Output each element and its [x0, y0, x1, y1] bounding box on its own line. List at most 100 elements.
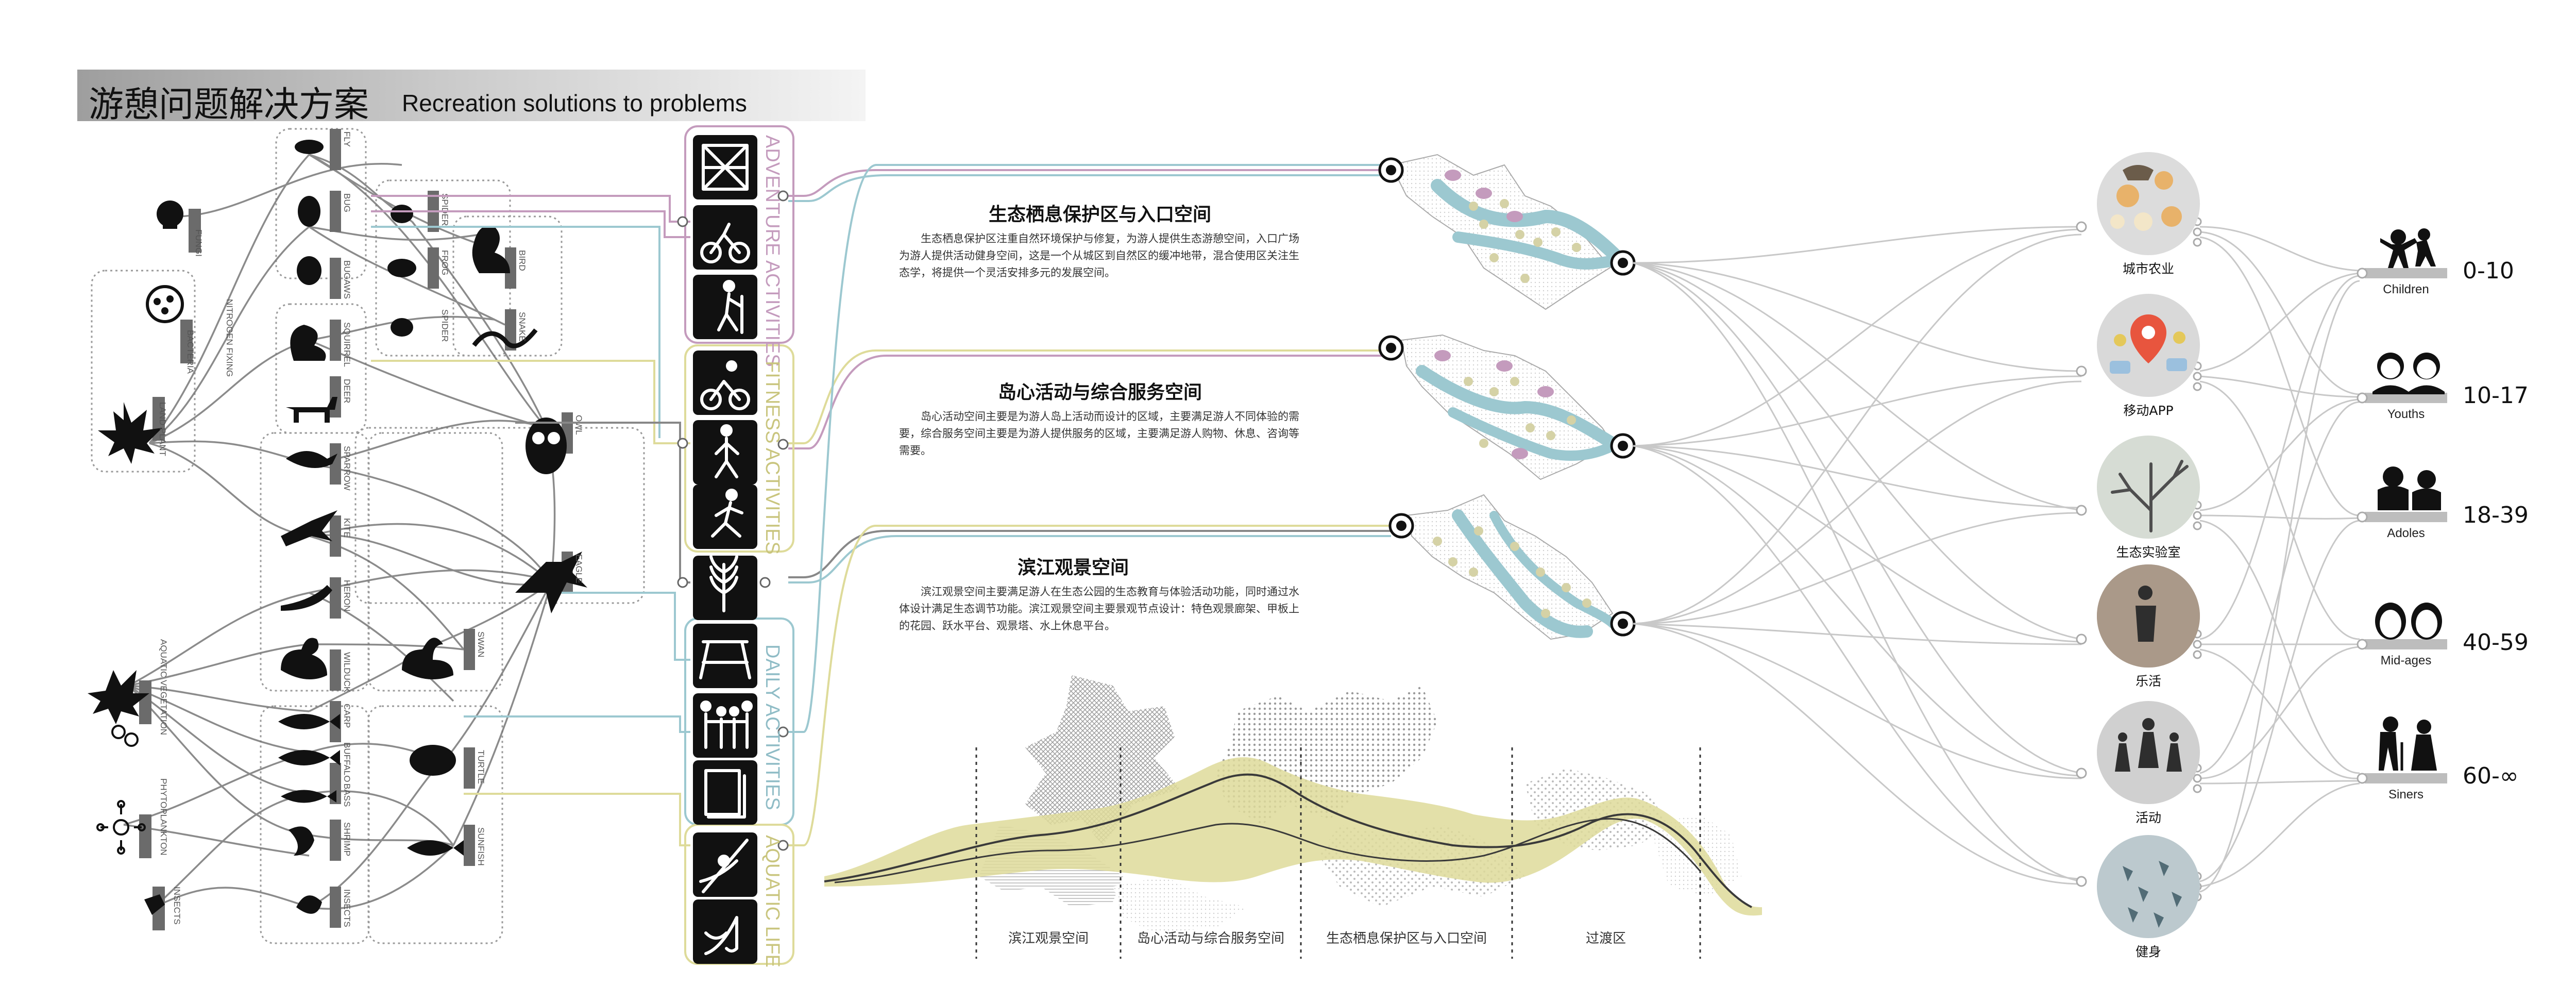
maple-leaf-icon	[98, 402, 162, 464]
buffalo-fish-icon	[278, 750, 340, 765]
label-deer: DEER	[342, 379, 352, 403]
label-bacteria: BACTERIA	[185, 330, 195, 374]
category-label-5: 活动	[2135, 810, 2162, 825]
activity-column: ADVENTURE ACTIVITIES FITNESS ACTIVITIES …	[677, 125, 794, 967]
label-eagle: EAGLE	[574, 554, 584, 583]
age-range-adoles: 18-39	[2463, 502, 2529, 528]
picnic-table-icon	[693, 624, 757, 688]
label-shrimp: SHRIMP	[342, 822, 352, 856]
fungi-icon	[157, 201, 183, 229]
island-map-3	[1388, 494, 1636, 640]
space-title-2: 岛心活动与综合服务空间	[997, 382, 1202, 403]
squirrel-icon	[290, 325, 326, 361]
label-owl: OWL	[574, 415, 584, 435]
zone-label-transition: 过渡区	[1585, 931, 1626, 946]
label-carp: CARP	[342, 704, 352, 728]
owl-icon	[526, 418, 567, 474]
youths-icon	[2372, 353, 2445, 394]
beetle-small-icon	[296, 895, 322, 914]
age-name-adoles: Adoles	[2387, 526, 2425, 540]
sunfish-icon	[407, 840, 464, 856]
fitness-photo	[2097, 835, 2200, 938]
group-label-adventure: ADVENTURE ACTIVITIES	[761, 135, 783, 367]
space-text-3: 滨江观景空间主要满足游人在生态公园的生态教育与体验活动功能，同时通过水体设计满足…	[899, 586, 1299, 632]
heron-icon	[281, 585, 332, 611]
snake-icon	[472, 328, 538, 348]
label-buffalo: BUFFALO	[342, 742, 352, 782]
island-map-2	[1378, 334, 1636, 480]
label-fungi: FUNGI	[194, 229, 204, 257]
group-label-fitness: FITNESS ACTIVITIES	[761, 361, 783, 555]
island-maps	[1378, 154, 1636, 640]
swan-icon	[402, 638, 453, 679]
label-heron: HERON	[342, 580, 352, 611]
zone-label-habitat: 生态栖息保护区与入口空间	[1326, 931, 1487, 946]
label-bird: BIRD	[517, 250, 527, 271]
label-spider: SPIDER	[440, 193, 450, 226]
spider-2-icon	[391, 318, 413, 337]
eagle-icon	[515, 552, 587, 613]
age-name-children: Children	[2383, 282, 2429, 296]
aquatic-plant-icon	[88, 670, 149, 724]
shrimp-icon	[289, 826, 314, 856]
bacteria-icon	[146, 285, 184, 323]
group-label-daily: DAILY ACTIVITIES	[761, 644, 783, 810]
category-label-4: 乐活	[2135, 674, 2162, 689]
deer-icon	[286, 397, 337, 423]
title-banner: 游憩问题解决方案 Recreation solutions to problem…	[77, 70, 866, 125]
category-label-6: 健身	[2135, 944, 2162, 959]
age-name-siners: Siners	[2388, 788, 2424, 802]
label-spider-2: SPIDER	[440, 309, 450, 342]
space-text-1: 生态栖息保护区注重自然环境保护与修复，为游人提供生态游憩空间，入口广场为游人提供…	[899, 232, 1299, 279]
group-label-aquatic: AQUATIC LIFE	[761, 835, 783, 967]
island-map-1	[1378, 154, 1636, 310]
spider-icon	[391, 205, 413, 223]
beetle-icon	[297, 256, 321, 285]
age-name-midages: Mid-ages	[2380, 654, 2432, 668]
label-insects-2: INSECTS	[342, 889, 352, 927]
children-icon	[2380, 228, 2436, 268]
river-section-profile	[824, 675, 1762, 959]
label-insects: INSECTS	[172, 887, 182, 925]
zone-label-island: 岛心活动与综合服务空间	[1137, 931, 1285, 946]
bird-icon	[472, 226, 510, 273]
label-squirrel: SQUIRREL	[342, 322, 352, 367]
book-icon	[693, 760, 757, 825]
page-title: 游憩问题解决方案	[89, 85, 369, 125]
age-name-youths: Youths	[2387, 407, 2425, 421]
space-description-2: 岛心活动与综合服务空间 岛心活动空间主要是为游人岛上活动而设计的区域，主要满足游…	[899, 382, 1301, 459]
label-bug: BUG	[342, 193, 352, 212]
running-icon	[693, 485, 757, 549]
label-nitrogen: NITROGEN FIXING	[225, 299, 234, 377]
food-web: FUNGI BACTERIA NITROGEN FIXING LAND PLAN…	[88, 128, 645, 944]
turtle-icon	[410, 745, 456, 776]
sparrow-icon	[286, 451, 337, 468]
space-title-1: 生态栖息保护区与入口空间	[988, 204, 1211, 225]
adults-icon	[2378, 466, 2441, 510]
ecology-lab-photo	[2097, 436, 2200, 539]
label-wilduck: WILDUCK	[342, 652, 352, 693]
fly-icon	[295, 140, 324, 154]
label-aquatic: AQUATIC VEGETATION	[159, 639, 168, 735]
space-title-3: 滨江观景空间	[1018, 557, 1129, 578]
age-range-siners: 60-∞	[2463, 763, 2519, 789]
category-label-2: 移动APP	[2123, 403, 2174, 418]
page-subtitle: Recreation solutions to problems	[402, 90, 747, 116]
phytoplankton-icon	[96, 800, 146, 855]
bass-icon	[281, 790, 336, 803]
seniors-icon	[2379, 716, 2437, 771]
category-label-3: 生态实验室	[2116, 545, 2181, 560]
bug-icon	[298, 196, 320, 227]
label-frog: FROG	[440, 250, 450, 275]
label-bugaws: BUGAWS	[342, 260, 352, 299]
space-description-1: 生态栖息保护区与入口空间 生态栖息保护区注重自然环境保护与修复，为游人提供生态游…	[899, 206, 1301, 281]
fishing-icon	[693, 899, 757, 964]
label-land-plant: LAND PLANT	[158, 402, 167, 456]
middle-aged-icon	[2375, 603, 2442, 640]
space-description-3: 滨江观景空间 滨江观景空间主要满足游人在生态公园的生态教育与体验活动功能，同时通…	[899, 559, 1301, 635]
age-groups	[2357, 228, 2447, 784]
label-sparrow: SPARROW	[342, 446, 352, 491]
label-snake: SNAKE	[517, 312, 527, 342]
category-label-1: 城市农业	[2122, 261, 2175, 276]
